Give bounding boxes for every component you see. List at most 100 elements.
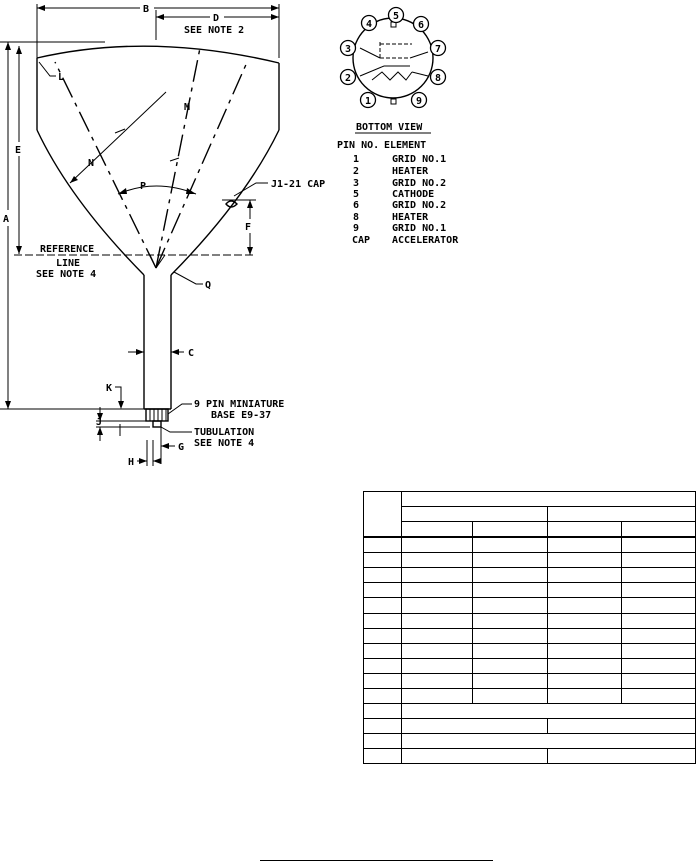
line-label: LINE xyxy=(56,258,80,269)
pin-9-label: 9 xyxy=(416,96,422,107)
dimension-q: Q xyxy=(173,271,211,291)
socket-pins: 4 5 6 7 8 9 1 2 3 xyxy=(339,6,447,109)
pin-3-circle xyxy=(339,39,357,57)
dim-label-g: G xyxy=(178,442,184,453)
table-cell xyxy=(621,521,696,539)
pin-row-5-pin: 6 xyxy=(353,200,359,211)
table-cell xyxy=(363,491,402,539)
dim-label-k: K xyxy=(106,383,112,394)
dimension-d: D SEE NOTE 2 xyxy=(155,10,279,40)
reference-line: REFERENCE LINE SEE NOTE 4 xyxy=(14,244,255,280)
table-cell xyxy=(547,521,622,539)
dim-label-n: N xyxy=(88,158,94,169)
dim-label-l: L xyxy=(58,72,64,83)
dim-label-f: F xyxy=(245,222,251,233)
pin-header: PIN NO. xyxy=(337,140,379,151)
table-row xyxy=(363,657,696,674)
dim-label-q: Q xyxy=(205,280,211,291)
see-note-4-label: SEE NOTE 4 xyxy=(36,269,96,280)
pin-row-4-pin: 5 xyxy=(353,189,359,200)
see-note-2-label: SEE NOTE 2 xyxy=(184,25,244,36)
pin-7-circle xyxy=(429,39,447,57)
dimension-p: P xyxy=(117,181,197,195)
pin-row-6-pin: 8 xyxy=(353,212,359,223)
dimension-b: B xyxy=(36,4,280,58)
pin-row-7-element: GRID NO.1 xyxy=(392,223,446,234)
table-row xyxy=(363,627,696,644)
pin-row-8-pin: CAP xyxy=(352,235,370,246)
pin-row-5-element: GRID NO.2 xyxy=(392,200,446,211)
dimension-k: K xyxy=(106,383,144,410)
dimension-c: C xyxy=(128,348,194,359)
bottom-view-title: BOTTOM VIEW xyxy=(356,122,423,133)
dim-label-h: H xyxy=(128,457,134,468)
tubulation-label: TUBULATION xyxy=(194,427,254,438)
pin-3-label: 3 xyxy=(345,44,351,55)
footer-rule xyxy=(260,860,493,861)
table-cell xyxy=(472,521,548,539)
table-row xyxy=(363,612,696,629)
pin-7-label: 7 xyxy=(435,44,441,55)
table-row xyxy=(363,672,696,689)
dimension-m: M xyxy=(169,102,190,162)
table-row xyxy=(363,567,696,584)
table-row xyxy=(363,732,696,749)
cap-callout: J1-21 CAP xyxy=(222,179,325,208)
bulb-outline xyxy=(0,41,280,409)
pin-6-circle xyxy=(412,15,430,33)
pin-row-3-pin: 3 xyxy=(353,178,359,189)
table-row xyxy=(363,536,696,554)
table-row xyxy=(363,642,696,659)
table-cell xyxy=(547,506,696,523)
pin-2-label: 2 xyxy=(345,73,351,84)
pin-1-label: 1 xyxy=(365,96,371,107)
table-row xyxy=(363,747,696,765)
dimension-table xyxy=(363,490,696,765)
dim-label-c: C xyxy=(188,348,194,359)
dimension-j: J xyxy=(96,407,150,441)
pin-4-label: 4 xyxy=(366,19,372,30)
pin-row-4-element: CATHODE xyxy=(392,189,434,200)
table-row xyxy=(363,717,696,734)
pin-5-circle xyxy=(387,6,405,24)
table-cell xyxy=(401,490,696,508)
pin-row-7-pin: 9 xyxy=(353,223,359,234)
pin-row-8-element: ACCELERATOR xyxy=(392,235,459,246)
pin-row-1-element: GRID NO.1 xyxy=(392,154,446,165)
dim-label-m: M xyxy=(184,102,190,113)
pin-2-circle xyxy=(339,68,357,86)
dim-label-p: P xyxy=(140,181,146,192)
pin-row-1-pin: 1 xyxy=(353,154,359,165)
table-row xyxy=(363,702,696,719)
pin-5-label: 5 xyxy=(393,11,399,22)
base-pins: 9 PIN MINIATURE BASE E9-37 TUBULATION SE… xyxy=(144,399,284,449)
element-header: ELEMENT xyxy=(384,140,426,151)
table-row xyxy=(363,687,696,704)
dimension-h: H xyxy=(128,440,161,468)
dimension-n: N xyxy=(69,91,167,184)
table-row xyxy=(363,597,696,614)
table-cell xyxy=(401,521,473,539)
table-row xyxy=(363,552,696,569)
table-cell xyxy=(401,506,548,523)
table-row xyxy=(363,582,696,599)
dimension-f: F xyxy=(245,200,253,255)
dimension-e: E xyxy=(15,46,22,254)
pin-6-label: 6 xyxy=(418,20,424,31)
pin-1-circle xyxy=(359,91,377,109)
dim-label-j: J xyxy=(96,417,102,428)
center-lines xyxy=(54,47,249,269)
base-label-2: BASE E9-37 xyxy=(211,410,271,421)
dimension-g: G xyxy=(160,427,184,464)
pin-row-3-element: GRID NO.2 xyxy=(392,178,446,189)
pin-9-circle xyxy=(410,91,428,109)
pin-4-circle xyxy=(360,14,378,32)
pin-row-2-element: HEATER xyxy=(392,166,429,177)
dim-label-d: D xyxy=(213,13,219,24)
dimension-l: L xyxy=(38,61,64,83)
dim-label-b: B xyxy=(143,4,149,15)
cap-label: J1-21 CAP xyxy=(271,179,325,190)
dim-label-e: E xyxy=(15,145,21,156)
pin-row-2-pin: 2 xyxy=(353,166,359,177)
